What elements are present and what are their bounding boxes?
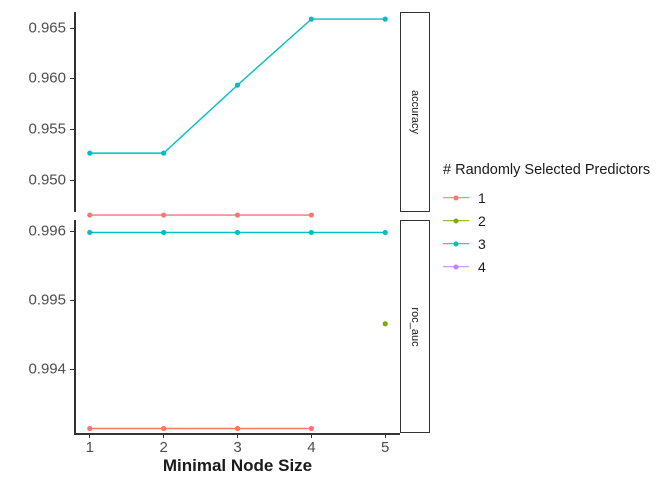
y-tick-accuracy-0 bbox=[70, 28, 74, 29]
facet-strip-roc-auc: roc_auc bbox=[400, 220, 430, 433]
roc-auc-plot-area bbox=[87, 229, 388, 432]
y-tick-label-roc-auc-2: 0.994 bbox=[28, 360, 66, 378]
data-point bbox=[382, 321, 388, 327]
legend-key-icon-2 bbox=[443, 213, 469, 229]
legend: # Randomly Selected Predictors 1 2 3 4 bbox=[443, 162, 668, 279]
x-axis-title: Minimal Node Size bbox=[162, 456, 313, 475]
x-tick-2 bbox=[237, 434, 238, 438]
x-tick-3 bbox=[310, 434, 312, 438]
y-tick-label-roc-auc-0: 0.996 bbox=[28, 222, 66, 240]
y-axis-line-accuracy bbox=[74, 12, 76, 212]
legend-label-1: 1 bbox=[478, 189, 486, 206]
legend-item-1[interactable]: 1 bbox=[443, 187, 668, 208]
legend-item-3[interactable]: 3 bbox=[443, 233, 668, 254]
legend-label-3: 3 bbox=[478, 235, 486, 252]
y-tick-label-roc-auc-1: 0.995 bbox=[28, 291, 66, 309]
y-tick-accuracy-2 bbox=[70, 129, 74, 130]
y-tick-roc-auc-0 bbox=[70, 231, 74, 232]
data-point bbox=[308, 425, 314, 432]
facet-strip-label-roc-auc: roc_auc bbox=[409, 306, 421, 347]
y-tick-accuracy-3 bbox=[70, 180, 74, 181]
legend-key-icon-1 bbox=[443, 190, 469, 206]
x-tick-label-3: 4 bbox=[307, 439, 316, 456]
accuracy-plot-area bbox=[87, 16, 388, 218]
panel-roc-auc bbox=[75, 220, 400, 433]
x-tick-4 bbox=[384, 434, 386, 438]
data-point bbox=[161, 150, 167, 156]
legend-label-2: 2 bbox=[478, 212, 486, 229]
panel-accuracy bbox=[75, 12, 400, 218]
y-tick-roc-auc-2 bbox=[70, 369, 74, 370]
x-tick-0 bbox=[89, 434, 91, 438]
facet-strip-label-accuracy: accuracy bbox=[409, 89, 421, 135]
data-point bbox=[234, 425, 241, 432]
x-tick-1 bbox=[163, 434, 165, 438]
y-tick-accuracy-1 bbox=[70, 78, 74, 79]
data-point bbox=[234, 82, 241, 88]
legend-key-icon-3 bbox=[443, 236, 469, 252]
legend-title: # Randomly Selected Predictors bbox=[443, 162, 651, 178]
data-point bbox=[308, 229, 314, 236]
data-point bbox=[161, 425, 167, 432]
x-axis-line bbox=[74, 433, 400, 435]
legend-item-4[interactable]: 4 bbox=[443, 256, 668, 277]
data-point bbox=[87, 212, 93, 218]
data-point bbox=[234, 212, 241, 218]
x-tick-label-0: 1 bbox=[85, 439, 94, 456]
legend-key-icon-4 bbox=[443, 259, 469, 275]
data-point bbox=[382, 16, 388, 22]
x-tick-label-1: 2 bbox=[159, 439, 168, 456]
data-point bbox=[161, 212, 167, 218]
data-point bbox=[308, 16, 314, 22]
y-tick-label-accuracy-3: 0.950 bbox=[28, 171, 66, 189]
y-axis-line-roc-auc bbox=[74, 220, 76, 433]
data-point bbox=[87, 425, 93, 432]
x-tick-label-4: 5 bbox=[381, 439, 390, 456]
data-point bbox=[234, 229, 241, 236]
y-tick-label-accuracy-1: 0.960 bbox=[28, 69, 66, 87]
data-point bbox=[161, 229, 167, 236]
y-tick-label-accuracy-0: 0.965 bbox=[28, 19, 66, 37]
legend-items: 1 2 3 4 bbox=[443, 187, 668, 277]
data-point bbox=[87, 229, 93, 236]
data-point bbox=[382, 229, 388, 236]
data-point bbox=[308, 212, 314, 218]
y-tick-label-accuracy-2: 0.955 bbox=[28, 120, 66, 138]
y-tick-roc-auc-1 bbox=[70, 300, 74, 301]
legend-label-4: 4 bbox=[478, 258, 486, 275]
facet-strip-accuracy: accuracy bbox=[400, 12, 430, 212]
x-tick-label-2: 3 bbox=[233, 439, 242, 456]
data-point bbox=[87, 150, 93, 156]
legend-item-2[interactable]: 2 bbox=[443, 210, 668, 231]
